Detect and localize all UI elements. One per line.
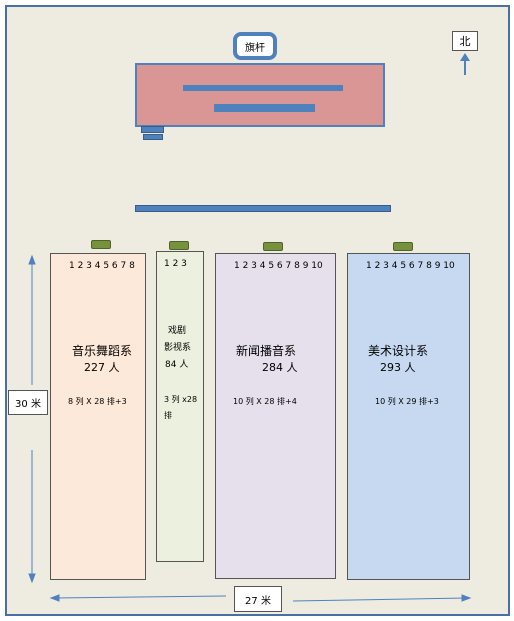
dept-columns: 1 2 3 4 5 6 7 8 9 10 [366, 261, 455, 271]
dept-name-line1: 戏剧 [168, 326, 187, 336]
front-line [135, 205, 391, 212]
dept-count: 227 人 [84, 361, 120, 374]
dept-marker-3 [263, 242, 283, 251]
dept-marker-2 [169, 241, 189, 250]
dept-marker-1 [91, 240, 111, 249]
dept-name: 新闻播音系 [236, 344, 297, 358]
dept-layout: 8 列 X 28 排+3 [68, 397, 127, 406]
dept-layout: 10 列 X 29 排+3 [375, 397, 439, 406]
dept-layout-line2: 排 [164, 411, 172, 420]
dept-count: 284 人 [262, 361, 298, 374]
dept-columns: 1 2 3 [164, 259, 187, 269]
dept-name-line2: 影视系 [164, 343, 192, 353]
stage-step-1 [141, 126, 164, 133]
dept-layout-line1: 3 列 x28 [164, 395, 198, 404]
department-block-news-broadcast [215, 253, 336, 579]
dept-columns: 1 2 3 4 5 6 7 8 9 10 [234, 261, 323, 271]
department-block-drama-film [156, 251, 204, 562]
dept-name: 美术设计系 [368, 344, 429, 358]
dept-layout: 10 列 X 28 排+4 [233, 397, 297, 406]
north-label: 北 [452, 31, 478, 51]
stage-bar-bottom [214, 104, 315, 112]
stage-step-2 [143, 134, 163, 140]
dept-name: 音乐舞蹈系 [72, 344, 133, 358]
height-dimension-label: 30 米 [8, 390, 48, 415]
width-dimension-label: 27 米 [234, 586, 282, 612]
dept-count: 293 人 [380, 361, 416, 374]
department-block-music-dance [50, 253, 146, 580]
dept-marker-4 [393, 242, 413, 251]
department-block-art-design [347, 253, 470, 580]
stage [135, 63, 385, 127]
dept-columns: 1 2 3 4 5 6 7 8 [69, 261, 135, 271]
flagpole-label: 旗杆 [233, 32, 277, 60]
stage-bar-top [183, 85, 343, 91]
dept-count: 84 人 [165, 360, 189, 370]
north-arrow-icon [460, 53, 470, 75]
